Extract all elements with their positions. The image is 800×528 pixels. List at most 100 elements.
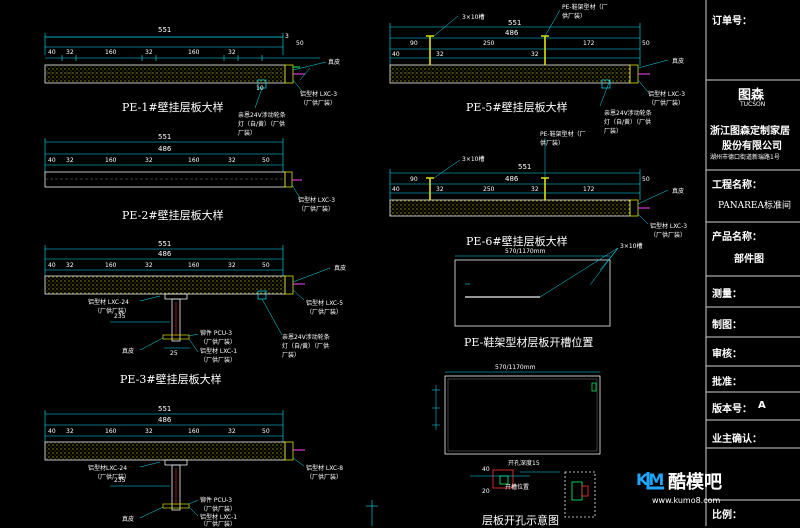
slot-dim-top: 570/1170mm xyxy=(505,248,546,255)
pe4-dim-6: 32 xyxy=(228,428,236,435)
pe4-dim-side: 235 xyxy=(114,477,126,484)
pe5-slot-note: 3×10槽 xyxy=(462,14,485,21)
tb-measure-label: 测量： xyxy=(712,289,742,300)
titleblock-frame xyxy=(705,0,800,526)
pe6-dim-total: 551 xyxy=(518,163,532,171)
panel-pe6 xyxy=(389,138,669,225)
pe3-note-fitting: 铆件 PCU-3 xyxy=(200,330,233,337)
slot-board xyxy=(454,247,619,327)
pe6-dim-5: 32 xyxy=(531,186,539,193)
pe3-dim-total: 551 xyxy=(158,240,172,248)
pe5-note-light1: 亲恩24V涉动轮条 xyxy=(604,110,652,117)
pe4-dim-2: 32 xyxy=(66,428,74,435)
pe2-dim-1: 40 xyxy=(48,157,56,164)
pe3-note-leather: 真皮 xyxy=(334,265,347,272)
pe1-note-dim: 10 xyxy=(256,85,264,92)
pe5-dim-2: 90 xyxy=(410,40,418,47)
tb-company-address: 湖州市德口街道新瑞路1号 xyxy=(710,154,780,161)
pe3-note-supply2: （厂供厂装） xyxy=(94,308,131,315)
pe1-note-supply: （厂供厂装） xyxy=(300,100,337,107)
hole-note-depth: 开孔深度15 xyxy=(508,460,540,467)
watermark-cn: 酷模吧 xyxy=(668,472,722,493)
pe4-note-leather: 真皮 xyxy=(122,516,135,523)
pe6-note-supply: （厂供厂装） xyxy=(650,232,687,239)
pe1-note-light2: 灯（自/黄）（厂供 xyxy=(238,121,286,128)
pe6-dim-6: 172 xyxy=(583,186,595,193)
pe1-dim-5: 160 xyxy=(188,49,200,56)
tb-project-value: PANAREA标准间 xyxy=(718,201,791,211)
pe3-note-supply1: （厂供厂装） xyxy=(306,309,343,316)
pe2-dim-486: 486 xyxy=(158,145,172,153)
pe1-dim-7: 50 xyxy=(296,40,304,47)
tb-version-value: A xyxy=(758,400,766,411)
pe3-dim-2: 32 xyxy=(66,262,74,269)
pe5-note-supply: （厂供厂装） xyxy=(648,100,685,107)
pe3-dim-5: 160 xyxy=(188,262,200,269)
pe5-dim-1: 40 xyxy=(392,51,400,58)
tb-owner-label: 业主确认： xyxy=(712,434,762,445)
hole-title: 层板开孔示意图 xyxy=(482,514,559,527)
tb-review-label: 审核： xyxy=(712,349,742,360)
pe5-dim-7: 50 xyxy=(642,40,650,47)
pe3-note-supply3: （厂供厂装） xyxy=(200,339,237,346)
pe6-note-leather: 真皮 xyxy=(672,188,685,195)
tb-logo-cn: 图森 xyxy=(738,88,765,103)
pe5-note-light2: 灯（自/黄）（厂供 xyxy=(604,119,652,126)
pe4-dim-total: 551 xyxy=(158,405,172,413)
pe3-dim-6: 32 xyxy=(228,262,236,269)
pe4-note-profile8: 铝型材 LXC-8 xyxy=(306,465,344,472)
pe1-dim-3: 160 xyxy=(105,49,117,56)
pe4-note-supply3: （厂供厂装） xyxy=(200,506,237,513)
pe2-dim-6: 32 xyxy=(228,157,236,164)
pe4-dim-486: 486 xyxy=(158,416,172,424)
pe4-dim-3: 160 xyxy=(105,428,117,435)
pe3-note-light2: 灯（自/黄）（厂供 xyxy=(282,343,330,350)
pe3-dim-486: 486 xyxy=(158,250,172,258)
pe5-title: PE-5#壁挂层板大样 xyxy=(466,101,568,114)
tb-project-label: 工程名称： xyxy=(712,180,762,191)
pe2-dim-3: 160 xyxy=(105,157,117,164)
pe4-note-supply2: （厂供厂装） xyxy=(306,474,343,481)
pe5-dim-486: 486 xyxy=(505,29,519,37)
hole-dim-40: 40 xyxy=(482,466,490,473)
pe3-note-profile1: 铝型材 LXC-1 xyxy=(200,348,238,355)
pe6-note-profile: 铝型材 LXC-3 xyxy=(650,223,688,230)
pe1-dim-1: 40 xyxy=(48,49,56,56)
pe1-dim-2: 32 xyxy=(66,49,74,56)
pe2-dim-2: 32 xyxy=(66,157,74,164)
tb-draw-label: 制图： xyxy=(712,320,742,331)
pe4-note-fitting: 铆件 PCU-3 xyxy=(200,497,233,504)
pe4-dim-7: 50 xyxy=(262,428,270,435)
pe5-dim-6: 172 xyxy=(583,40,595,47)
tb-approve-label: 批准： xyxy=(712,377,742,388)
pe1-note-light3: 厂装） xyxy=(238,130,257,137)
pe4-note-profile24: 铝型材LXC-24 xyxy=(88,465,128,472)
pe3-note-profile24: 铝型材 LXC-24 xyxy=(88,299,129,306)
panel-pe1 xyxy=(44,33,327,109)
pe4-dim-1: 40 xyxy=(48,428,56,435)
slot-note: 3×10槽 xyxy=(620,243,643,250)
pe3-note-light3: 厂装） xyxy=(282,352,301,359)
tb-company-line1: 浙江图森定制家居 xyxy=(710,126,790,137)
hole-board xyxy=(432,371,601,518)
panel-pe4 xyxy=(44,410,378,526)
pe6-dim-7: 50 xyxy=(642,176,650,183)
pe5-dim-total: 551 xyxy=(508,19,522,27)
pe1-dim-total: 551 xyxy=(158,26,172,34)
pe1-title: PE-1#壁挂层板大样 xyxy=(122,101,224,114)
pe2-dim-7: 50 xyxy=(262,157,270,164)
pe5-dim-5: 32 xyxy=(531,51,539,58)
tb-product-label: 产品名称： xyxy=(712,232,762,243)
pe3-dim-1: 40 xyxy=(48,262,56,269)
pe5-note-light3: 厂装） xyxy=(604,128,623,135)
panel-pe2 xyxy=(44,138,302,199)
tb-product-value: 部件图 xyxy=(734,254,764,265)
tb-scale-label: 比例： xyxy=(712,510,742,521)
pe4-dim-4: 32 xyxy=(145,428,153,435)
hole-dim-top: 570/1170mm xyxy=(495,364,536,371)
pe1-note-leather: 真皮 xyxy=(328,59,341,66)
panel-pe5 xyxy=(389,9,669,107)
pe3-title: PE-3#壁挂层板大样 xyxy=(120,373,222,386)
pe3-note-profile5: 铝型材 LXC-5 xyxy=(306,300,344,307)
